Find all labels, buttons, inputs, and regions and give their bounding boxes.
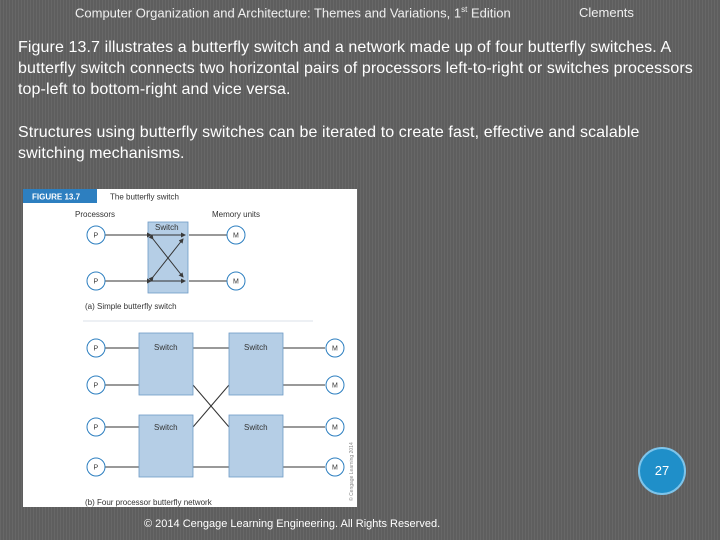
processor-node-label: P — [94, 346, 99, 353]
network-switch-label: Switch — [244, 343, 268, 352]
caption-simple-butterfly: (a) Simple butterfly switch — [85, 302, 177, 311]
processor-node — [86, 375, 106, 395]
network-switch-label: Switch — [154, 343, 178, 352]
network-switch — [138, 332, 194, 396]
memory-node — [226, 271, 246, 291]
memory-node-label: M — [332, 465, 338, 472]
processor-node-label: P — [94, 233, 99, 240]
memory-node-label: M — [332, 425, 338, 432]
net-crossing-wire — [192, 384, 230, 428]
processor-node-label: P — [94, 279, 99, 286]
memory-node-label: M — [332, 383, 338, 390]
processor-node — [86, 457, 106, 477]
book-title-text: Computer Organization and Architecture: … — [75, 5, 462, 21]
memory-node-label: M — [233, 279, 239, 286]
body-paragraph-2: Structures using butterfly switches can … — [18, 124, 640, 162]
memory-node — [325, 457, 345, 477]
simple-switch-label: Switch — [155, 223, 179, 232]
butterfly-diagram: .lbl { font-family: "Liberation Sans", s… — [23, 189, 355, 507]
processor-node — [86, 417, 106, 437]
book-title-suffix: Edition — [467, 5, 511, 21]
page-number-badge: 27 — [638, 447, 686, 495]
network-switch-label: Switch — [154, 423, 178, 432]
footer-copyright: © 2014 Cengage Learning Engineering. All… — [144, 518, 441, 530]
figure-copyright-side: © Cengage Learning 2014 — [348, 442, 355, 501]
network-switch-label: Switch — [244, 423, 268, 432]
memory-node — [325, 417, 345, 437]
body-paragraph-1: Figure 13.7 illustrates a butterfly swit… — [18, 39, 693, 98]
figure-number-badge — [23, 189, 97, 203]
processor-node-label: P — [94, 465, 99, 472]
memory-node — [325, 338, 345, 358]
cross-arrow-up — [148, 238, 184, 282]
processor-node-label: P — [94, 383, 99, 390]
header-author: Clements — [579, 5, 634, 20]
processor-node — [86, 338, 106, 358]
memory-units-label: Memory units — [212, 210, 260, 219]
book-title-superscript: st — [461, 5, 468, 14]
memory-node-label: M — [233, 233, 239, 240]
figure-title: The butterfly switch — [110, 193, 179, 202]
memory-node — [325, 375, 345, 395]
caption-four-processor-network: (b) Four processor butterfly network — [85, 498, 213, 507]
processors-label: Processors — [75, 210, 115, 219]
processor-node — [86, 225, 106, 245]
processor-node — [86, 271, 106, 291]
network-switch — [138, 414, 194, 478]
network-switch — [228, 414, 284, 478]
network-switch — [228, 332, 284, 396]
memory-node — [226, 225, 246, 245]
processor-node-label: P — [94, 425, 99, 432]
header-book-title: Computer Organization and Architecture: … — [75, 5, 511, 20]
butterfly-switch-figure: .lbl { font-family: "Liberation Sans", s… — [23, 189, 357, 507]
figure-number: FIGURE 13.7 — [32, 193, 81, 202]
memory-node-label: M — [332, 346, 338, 353]
